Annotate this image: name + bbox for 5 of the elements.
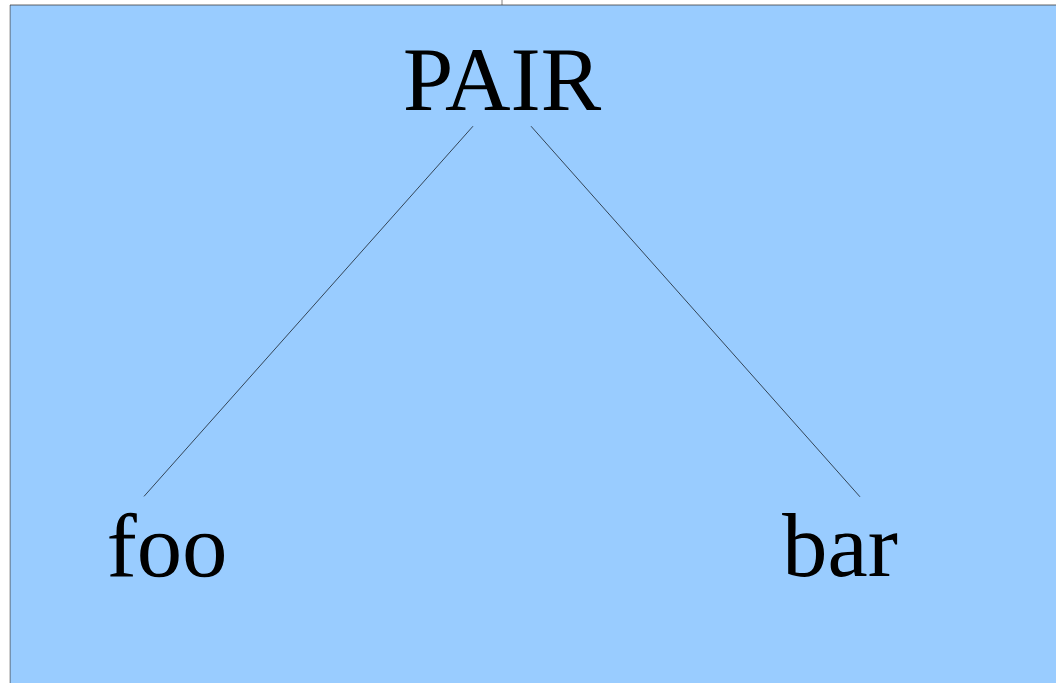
connector-line <box>530 125 861 498</box>
connector-line <box>143 125 474 497</box>
node-label: bar <box>782 513 898 577</box>
node-label: foo <box>109 512 224 578</box>
node-label: PAIR <box>405 50 602 110</box>
